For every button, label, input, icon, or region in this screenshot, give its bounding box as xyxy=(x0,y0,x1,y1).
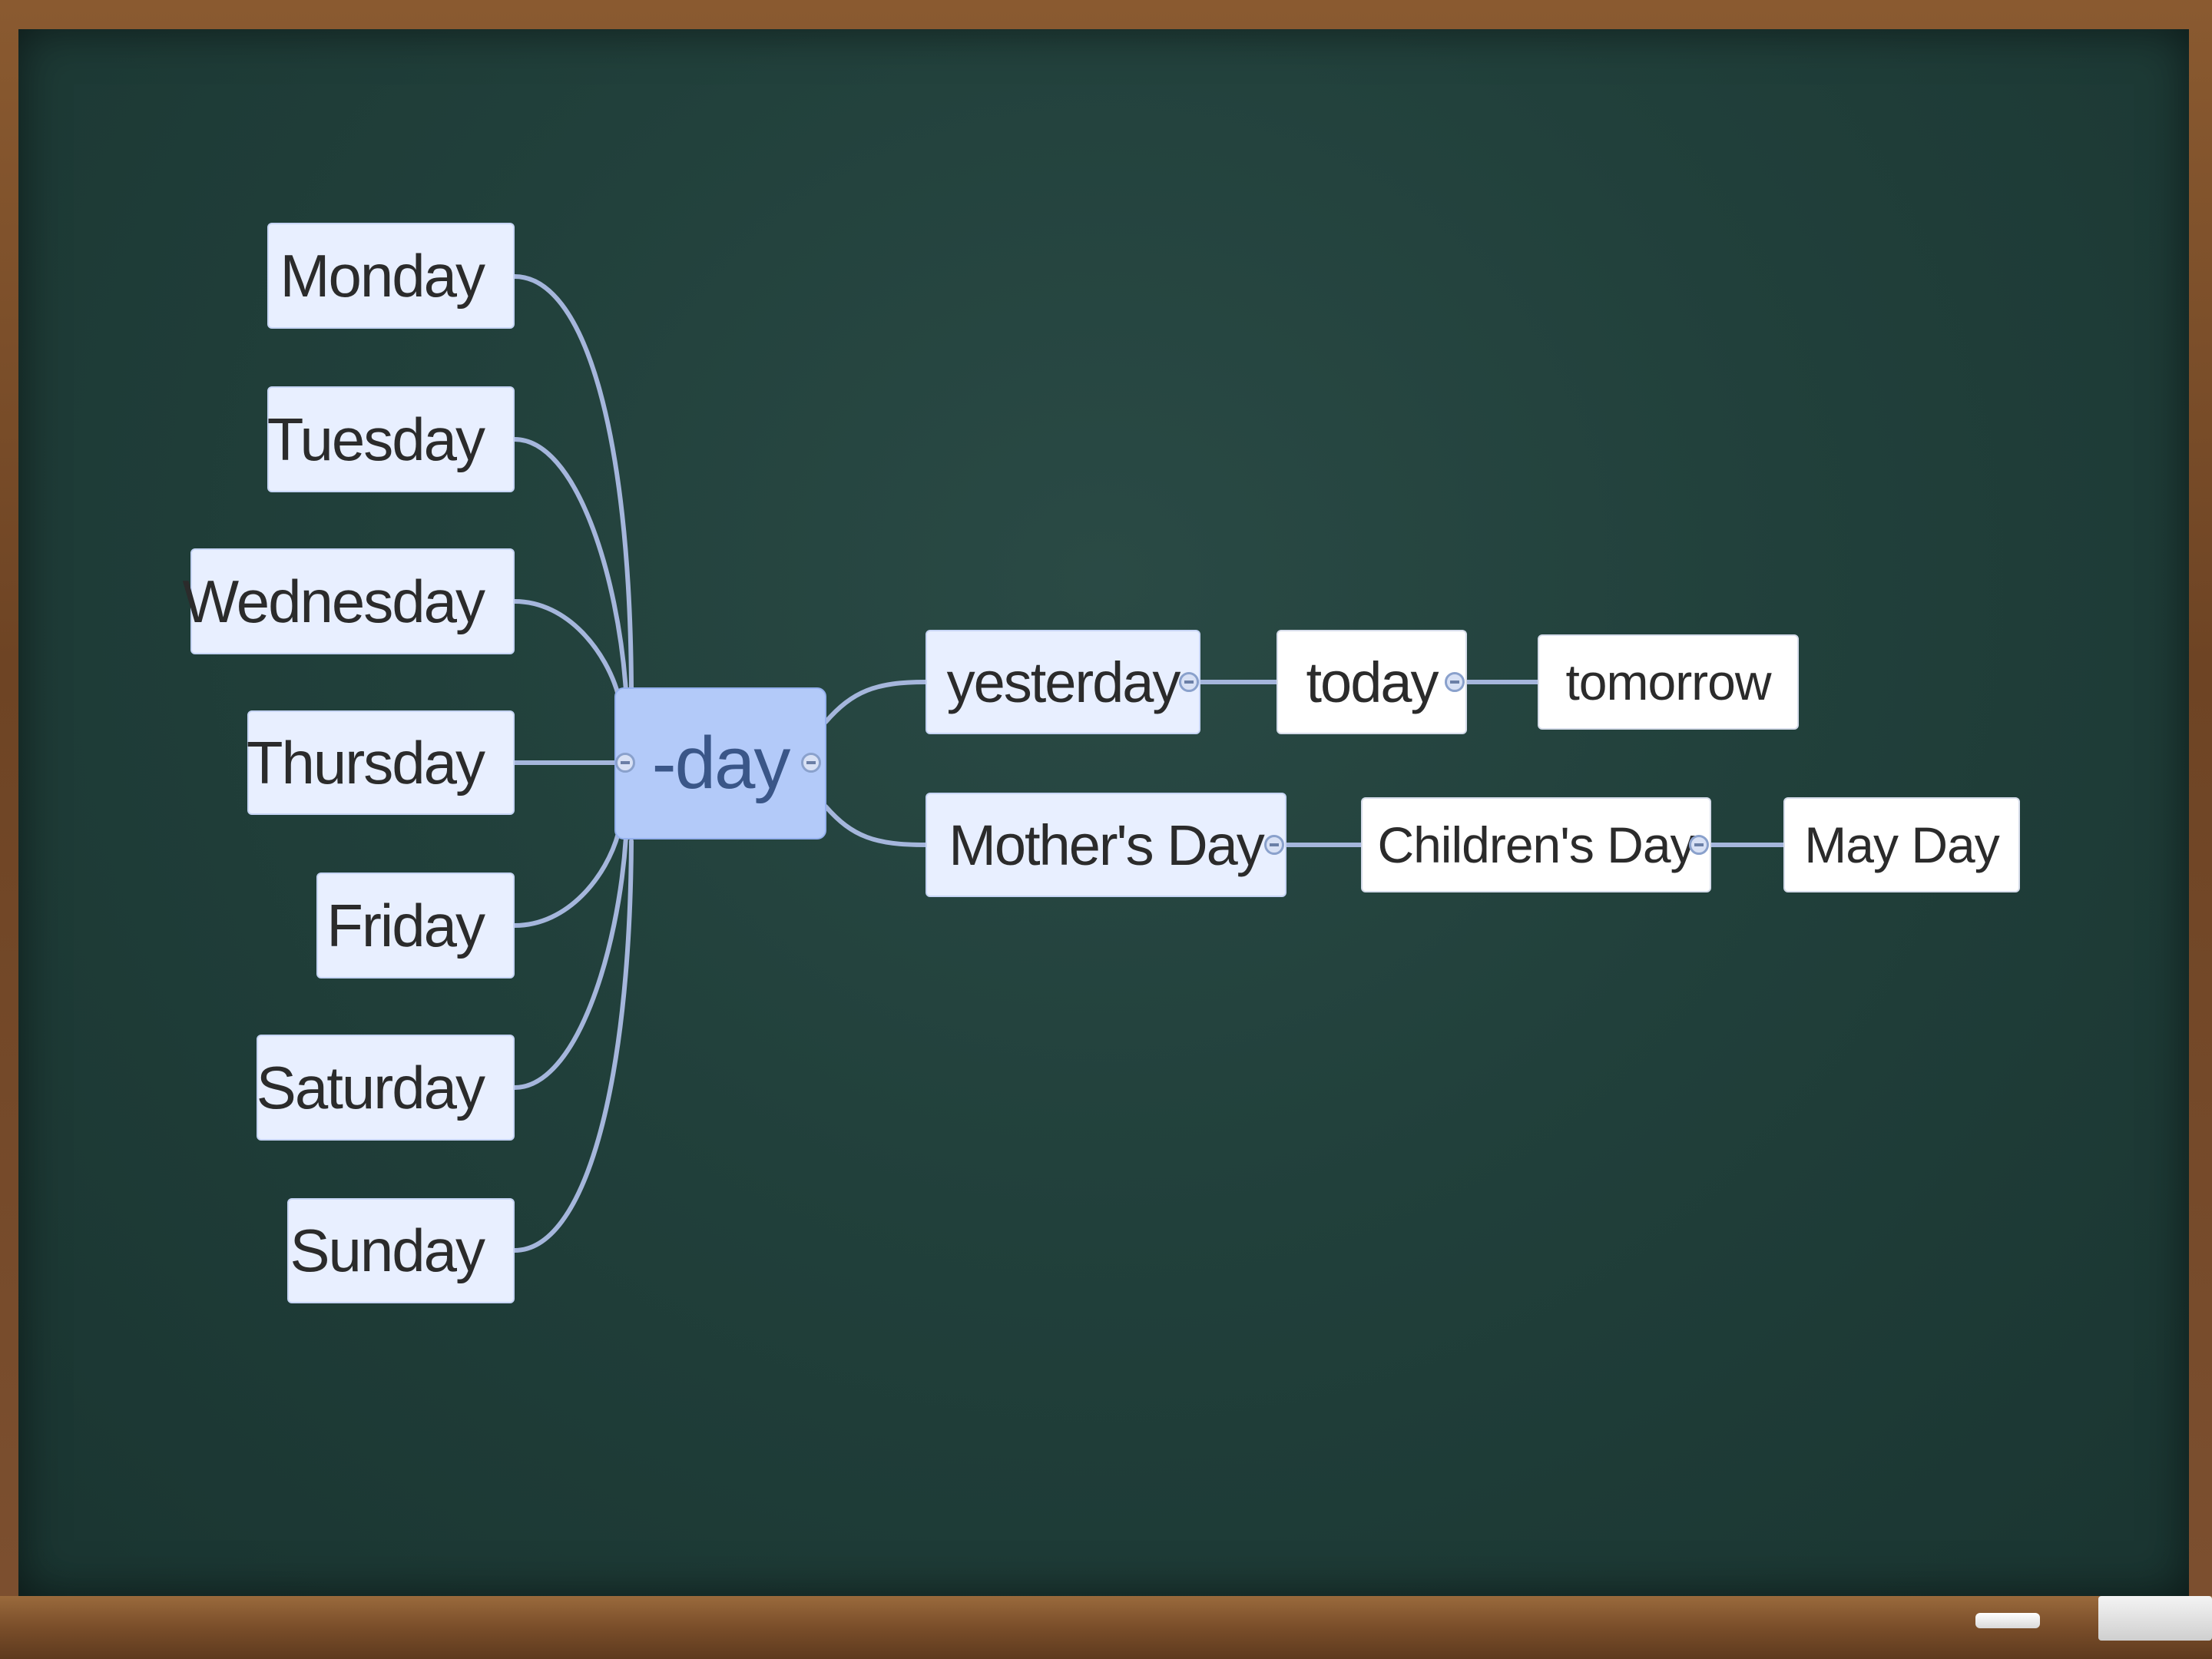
node-label: May Day xyxy=(1804,816,1999,873)
node-label: today xyxy=(1306,650,1439,714)
node-mothers-day[interactable]: Mother's Day xyxy=(926,793,1286,897)
link-wednesday xyxy=(512,599,621,697)
node-label: yesterday xyxy=(946,650,1181,714)
node-may-day[interactable]: May Day xyxy=(1783,797,2020,892)
link-mothers-day xyxy=(823,804,928,847)
link-tuesday xyxy=(512,437,628,694)
node-childrens-day[interactable]: Children's Day xyxy=(1361,797,1711,892)
node-saturday[interactable]: Saturday xyxy=(257,1035,515,1141)
link-sunday xyxy=(512,839,634,1253)
link-saturday xyxy=(512,835,628,1090)
node-label: Thursday xyxy=(246,728,485,796)
node-tuesday[interactable]: Tuesday xyxy=(267,386,515,492)
central-topic[interactable]: -day xyxy=(614,687,826,839)
node-thursday[interactable]: Thursday xyxy=(247,710,515,815)
central-topic-label: -day xyxy=(651,722,791,804)
link-yesterday xyxy=(823,680,928,724)
node-label: Wednesday xyxy=(182,567,485,635)
node-label: Children's Day xyxy=(1377,816,1695,873)
link-friday xyxy=(512,831,621,928)
collapse-minus-icon[interactable] xyxy=(801,753,821,773)
node-label: Sunday xyxy=(290,1217,485,1284)
node-tomorrow[interactable]: tomorrow xyxy=(1538,634,1799,730)
node-label: Friday xyxy=(326,891,485,959)
node-label: Monday xyxy=(280,241,485,310)
node-label: Mother's Day xyxy=(949,813,1265,877)
node-sunday[interactable]: Sunday xyxy=(287,1198,515,1303)
node-wednesday[interactable]: Wednesday xyxy=(183,548,515,654)
node-label: Tuesday xyxy=(267,405,485,473)
link-monday xyxy=(512,274,634,690)
collapse-minus-icon[interactable] xyxy=(615,753,635,773)
chalk-tray xyxy=(0,1596,2212,1659)
collapse-minus-icon[interactable] xyxy=(1689,835,1709,855)
collapse-minus-icon[interactable] xyxy=(1445,672,1465,692)
node-today[interactable]: today xyxy=(1277,630,1467,734)
node-label: tomorrow xyxy=(1565,654,1771,710)
node-monday[interactable]: Monday xyxy=(267,223,515,329)
node-yesterday[interactable]: yesterday xyxy=(926,630,1200,734)
node-label: Saturday xyxy=(256,1053,485,1121)
collapse-minus-icon[interactable] xyxy=(1179,672,1199,692)
chalk-piece-icon xyxy=(1975,1613,2040,1628)
collapse-minus-icon[interactable] xyxy=(1264,835,1284,855)
eraser-icon xyxy=(2098,1596,2212,1641)
node-friday[interactable]: Friday xyxy=(316,873,515,979)
